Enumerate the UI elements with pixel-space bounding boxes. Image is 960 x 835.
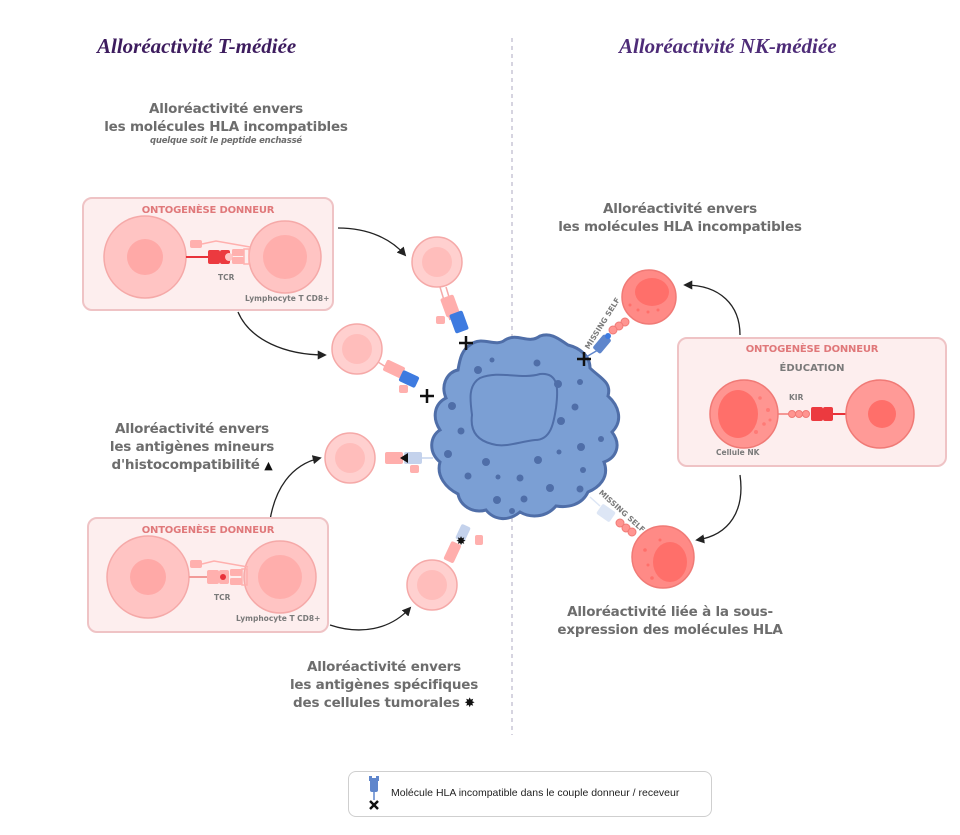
target-cell <box>430 333 621 520</box>
caption-line: les molécules HLA incompatibles <box>558 219 802 235</box>
nk-effector-top <box>585 269 677 358</box>
arrow-nk-box-to-bottom <box>695 474 742 544</box>
t-cell-effector-1 <box>411 236 469 334</box>
caption-line: Alloréactivité envers <box>115 421 269 437</box>
legend: Molécule HLA incompatible dans le couple… <box>348 771 712 817</box>
legend-text: Molécule HLA incompatible dans le couple… <box>391 787 680 799</box>
arrows <box>237 227 742 631</box>
caption-line: d'histocompatibilité <box>111 457 260 473</box>
nk-cell-label: Cellule NK <box>716 448 760 457</box>
star-burst-icon: ✸ <box>464 696 475 711</box>
hla-mismatch-icon <box>369 776 379 810</box>
caption-line-3: d'histocompatibilité ▲ <box>92 456 292 475</box>
hla-mismatch-marks <box>420 336 591 403</box>
caption-line-3: des cellules tumorales ✸ <box>272 694 496 713</box>
caption-line: Alloréactivité envers <box>307 659 461 675</box>
caption-line: les molécules HLA incompatibles <box>104 119 348 135</box>
box-title: ONTOGENÈSE DONNEUR <box>745 344 879 355</box>
svg-text:✸: ✸ <box>456 534 466 548</box>
caption-t-tumor: Alloréactivité envers les antigènes spéc… <box>272 658 496 713</box>
arrow-nk-box-to-top <box>683 280 741 336</box>
arrow-box-bottom-to-cell3 <box>269 455 322 521</box>
triangle-icon: ▲ <box>264 459 273 472</box>
caption-line: Alloréactivité envers <box>603 201 757 217</box>
arrow-box-top-to-cell2 <box>237 311 327 360</box>
arrow-box-top-to-cell1 <box>337 227 407 257</box>
nk-effector-bottom <box>589 496 695 589</box>
caption-line: des cellules tumorales <box>293 695 460 711</box>
box-title: ONTOGENÈSE DONNEUR <box>141 525 275 536</box>
caption-t-hla: Alloréactivité envers les molécules HLA … <box>96 100 356 147</box>
title-nk-mediated: Alloréactivité NK-médiée <box>619 34 837 58</box>
t-cell-effector-2 <box>331 323 420 393</box>
caption-t-minor: Alloréactivité envers les antigènes mine… <box>92 420 292 475</box>
title-t-mediated: Alloréactivité T-médiée <box>97 34 297 58</box>
caption-line: les antigènes spécifiques <box>289 677 479 693</box>
caption-line: Alloréactivité envers <box>149 101 303 117</box>
caption-nk-hla: Alloréactivité envers les molécules HLA … <box>545 200 815 236</box>
tcr-label-bottom: TCR <box>214 593 231 602</box>
cell-label-top: Lymphocyte T CD8+ <box>245 294 330 303</box>
cell-label-bottom: Lymphocyte T CD8+ <box>236 614 321 623</box>
caption-line: Alloréactivité liée à la sous- <box>567 604 773 620</box>
caption-line: les antigènes mineurs <box>109 439 275 455</box>
caption-subtitle: quelque soit le peptide enchassé <box>150 136 302 146</box>
arrow-box-bottom-to-cell4 <box>329 606 412 631</box>
t-cell-effector-4: ✸ <box>406 524 483 611</box>
caption-line: expression des molécules HLA <box>557 622 783 638</box>
kir-label: KIR <box>789 393 804 402</box>
box-subtitle: ÉDUCATION <box>779 363 845 374</box>
t-cell-effector-3 <box>324 432 433 484</box>
box-title: ONTOGENÈSE DONNEUR <box>141 205 275 216</box>
tcr-label-top: TCR <box>218 273 235 282</box>
caption-nk-under: Alloréactivité liée à la sous- expressio… <box>550 603 790 639</box>
